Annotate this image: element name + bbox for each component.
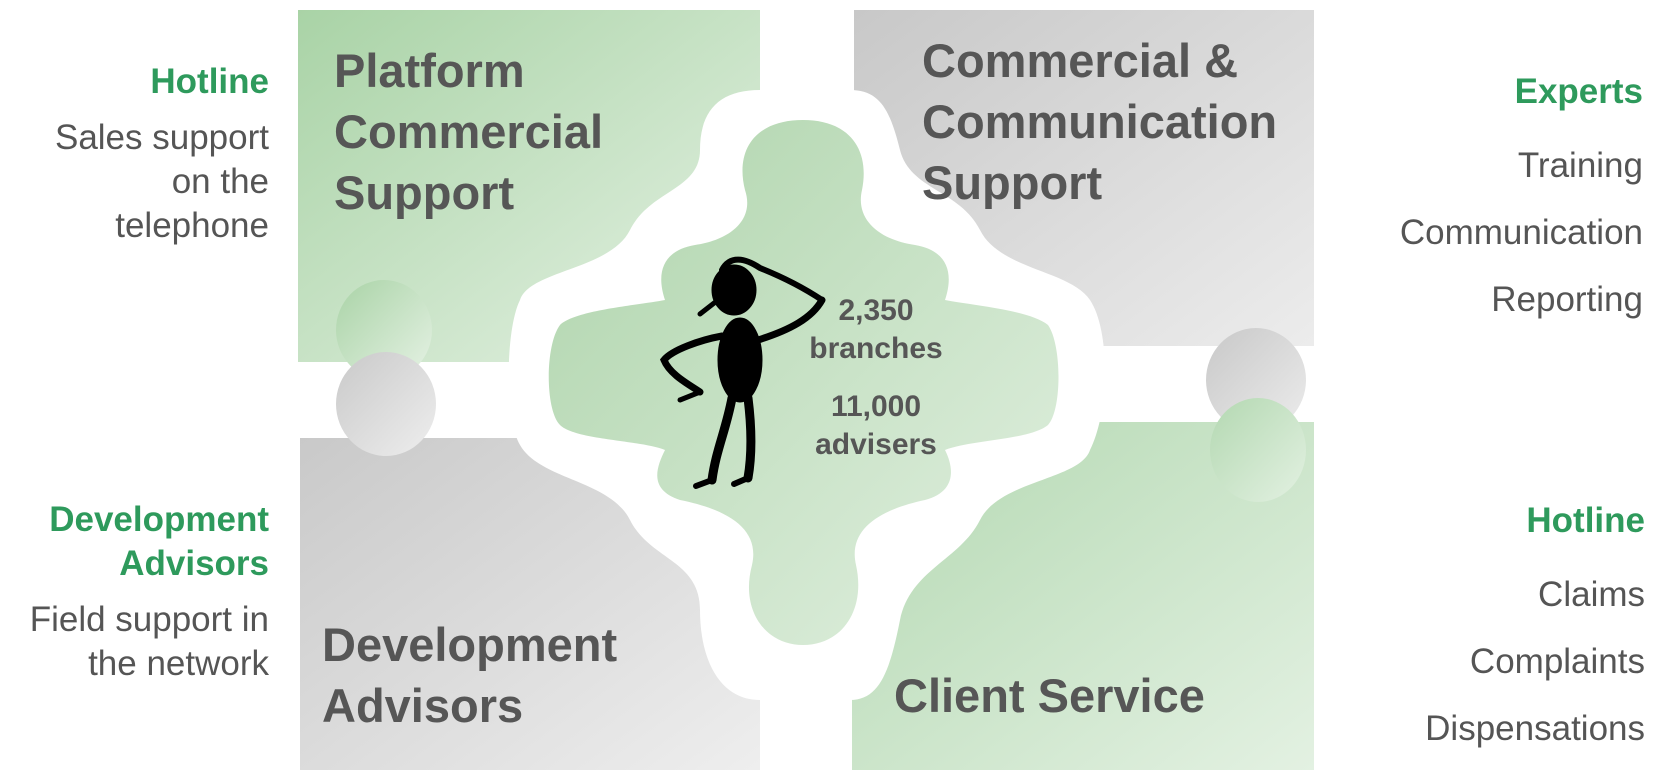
side-line: Complaints [1469,642,1645,681]
piece-center [548,120,1059,645]
side-line: Dispensations [1425,709,1645,748]
side-left-top: Hotline Sales support on the telephone [0,60,269,248]
piece-bottom-right [852,398,1314,770]
piece-title-top-left: Platform Commercial Support [334,40,603,223]
piece-title-line: Platform [334,44,525,97]
side-line: the network [88,644,269,683]
advisers-count: 11,000 [830,390,922,423]
center-stats: 2,350 branches 11,000 advisers [796,292,956,464]
piece-title-line: Client Service [894,669,1205,722]
branches-label: branches [809,332,943,365]
side-right-top: Experts Training Communication Reporting [1343,70,1643,333]
side-heading: Hotline [150,62,269,101]
side-heading: Development [49,500,269,539]
thinking-person-icon [659,256,826,489]
side-line: Reporting [1491,280,1643,319]
piece-title-line: Support [334,166,515,219]
piece-title-line: Commercial [334,105,604,158]
piece-title-line: Commercial & [922,34,1239,87]
side-line: on the [171,162,269,201]
piece-title-line: Support [922,156,1103,209]
branches-count: 2,350 [838,294,914,327]
side-line: telephone [115,206,269,245]
piece-title-line: Communication [922,95,1278,148]
side-left-bottom: Development Advisors Field support in th… [0,498,269,686]
side-heading: Advisors [119,544,269,583]
side-right-bottom: Hotline Claims Complaints Dispensations [1345,499,1645,762]
side-heading: Experts [1514,72,1643,111]
piece-title-bottom-left: Development Advisors [322,614,617,736]
piece-title-line: Advisors [322,679,524,732]
side-line: Sales support [54,118,269,157]
advisers-label: advisers [815,428,937,461]
side-line: Field support in [29,600,269,639]
side-line: Communication [1399,213,1643,252]
side-line: Claims [1538,575,1645,614]
piece-title-line: Development [322,618,618,671]
side-line: Training [1517,146,1643,185]
piece-title-top-right: Commercial & Communication Support [922,30,1277,213]
piece-title-bottom-right: Client Service [894,665,1205,726]
side-heading: Hotline [1526,501,1645,540]
